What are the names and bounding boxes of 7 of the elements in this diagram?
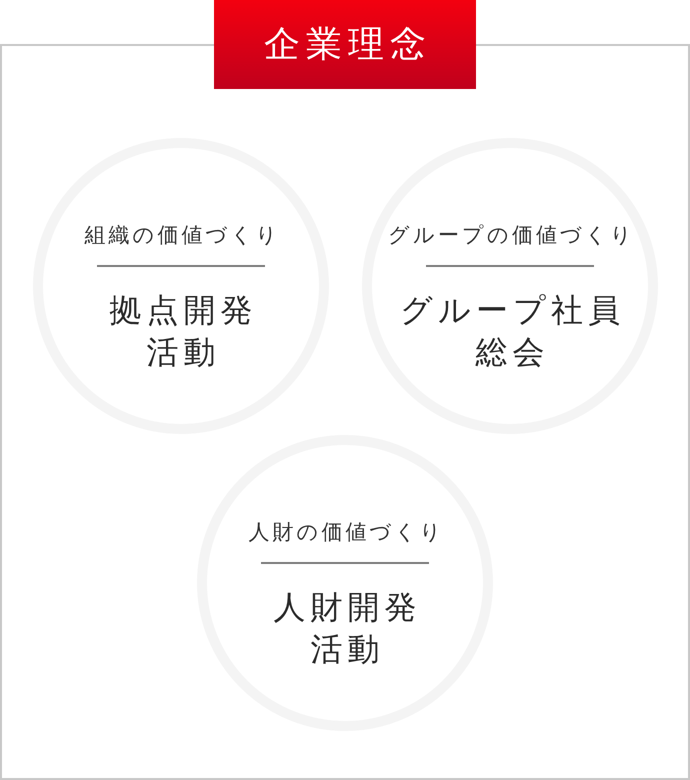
circle-heading: 組織の価値づくり — [84, 222, 280, 248]
circle-title: グループ社員総会 — [399, 290, 626, 373]
circle-title: 拠点開発活動 — [108, 290, 258, 373]
title-banner: 企業理念 — [214, 0, 476, 89]
circle-title: 人財開発活動 — [272, 587, 422, 670]
circle-heading: グループの価値づくり — [387, 222, 635, 248]
circle-heading: 人財の価値づくり — [248, 519, 444, 545]
